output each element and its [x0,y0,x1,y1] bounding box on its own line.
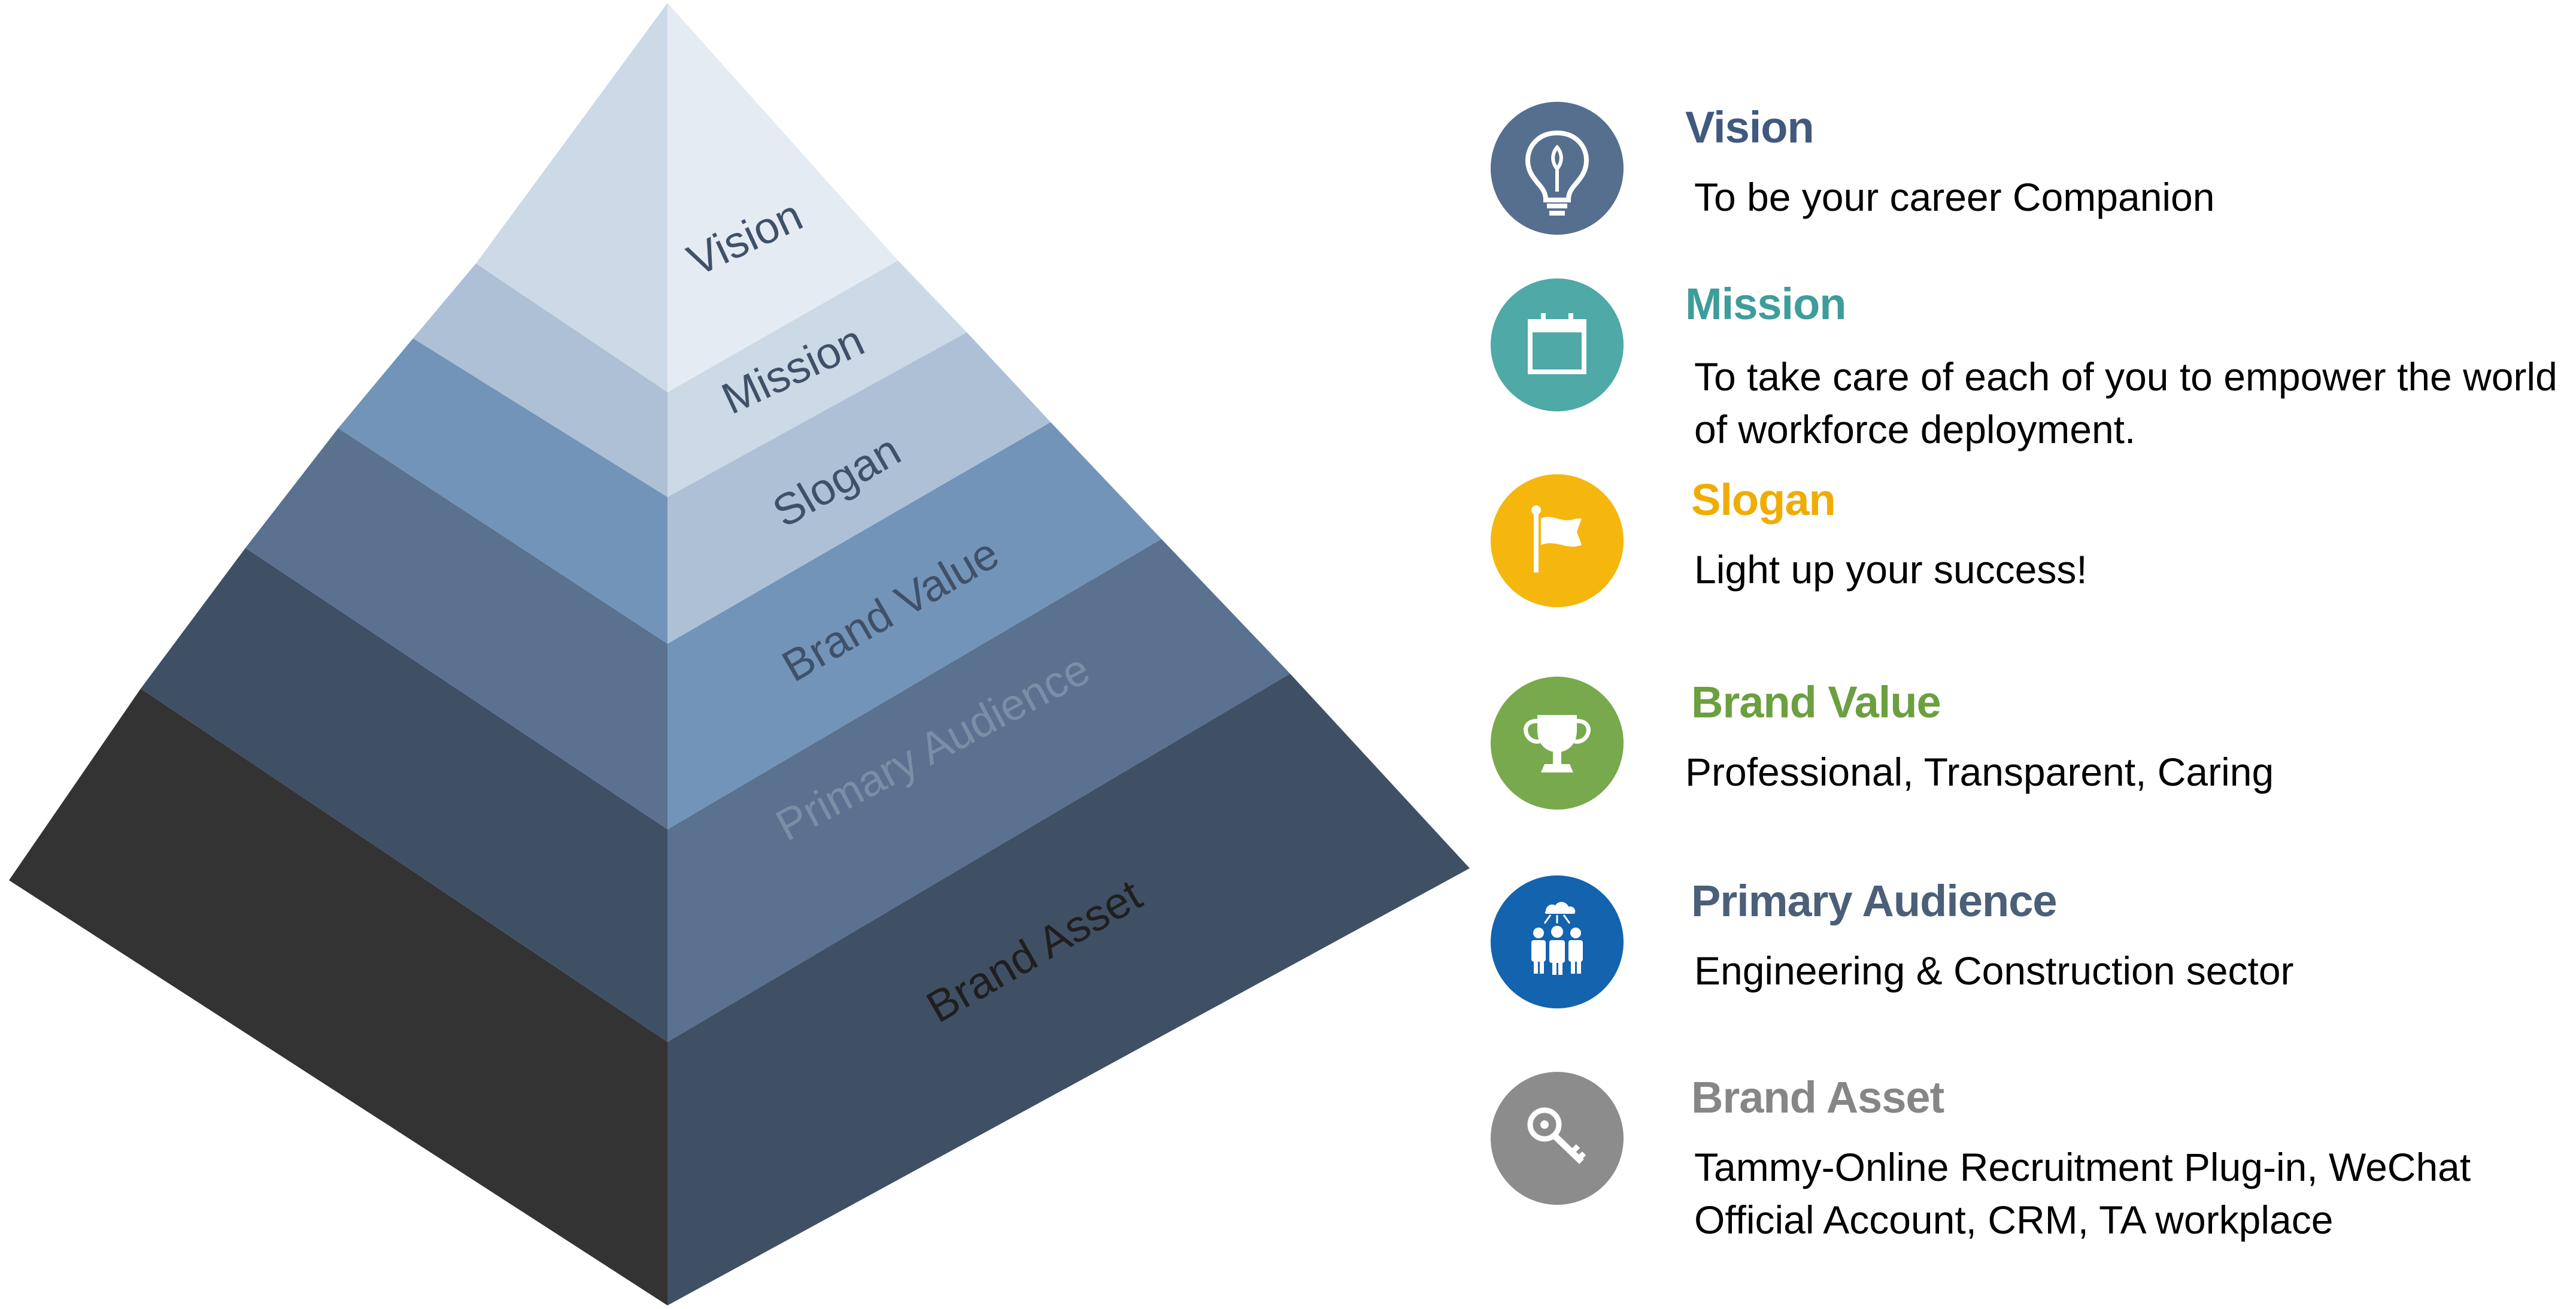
pyramid-layer-vision-right [667,3,898,392]
legend-item-brand-value: Brand Value Professional, Transparent, C… [1491,677,2568,856]
legend-desc-brand-value: Professional, Transparent, Caring [1685,750,2274,794]
trophy-icon [1491,677,1624,810]
pyramid-layer-slogan-left [338,338,667,644]
lightbulb-icon [1491,102,1624,235]
pyramid-layer-brand-asset-right [667,674,1470,1305]
legend-desc-vision: To be your career Companion [1694,175,2215,219]
legend-title-mission: Mission [1685,279,1846,329]
pyramid-layer-brand-asset-left [9,689,667,1305]
pyramid-diagram: Vision Mission Slogan Brand Value Primar… [9,3,1470,1305]
flag-icon [1491,474,1624,607]
legend-desc-brand-asset: Tammy-Online Recruitment Plug-in, WeChat… [1694,1145,2471,1242]
pyramid-layer-brand-value-left [245,428,667,829]
legend-title-vision: Vision [1685,102,1815,152]
key-icon [1491,1072,1624,1205]
legend-item-vision: Vision To be your career Companion [1491,102,2568,281]
legend-desc-mission: To take care of each of you to empower t… [1694,354,2557,452]
legend-item-primary-audience: Primary Audience Engineering & Construct… [1491,875,2568,1055]
legend-desc-primary-audience: Engineering & Construction sector [1694,949,2294,993]
pyramid-layer-primary-audience-right [667,539,1290,1042]
pyramid-layer-mission-left [413,263,667,497]
legend-title-slogan: Slogan [1691,475,1836,525]
calendar-icon [1491,278,1624,411]
legend-title-primary-audience: Primary Audience [1691,876,2058,926]
pyramid-layer-mission-right [667,260,967,497]
legend-title-brand-value: Brand Value [1691,677,1941,727]
pyramid-layer-slogan-right [667,332,1051,644]
pyramid-layer-vision-left [476,3,667,392]
legend-title-brand-asset: Brand Asset [1691,1072,1944,1122]
legend-desc-slogan: Light up your success! [1694,547,2087,592]
legend-item-mission: Mission To take care of each of you to e… [1491,278,2568,458]
legend-item-slogan: Slogan Light up your success! [1491,474,2568,654]
legend-item-brand-asset: Brand Asset Tammy-Online Recruitment Plu… [1491,1072,2568,1252]
pyramid-layer-brand-value-right [667,422,1161,829]
pyramid-layer-primary-audience-left [141,548,667,1042]
team-icon [1491,875,1624,1008]
